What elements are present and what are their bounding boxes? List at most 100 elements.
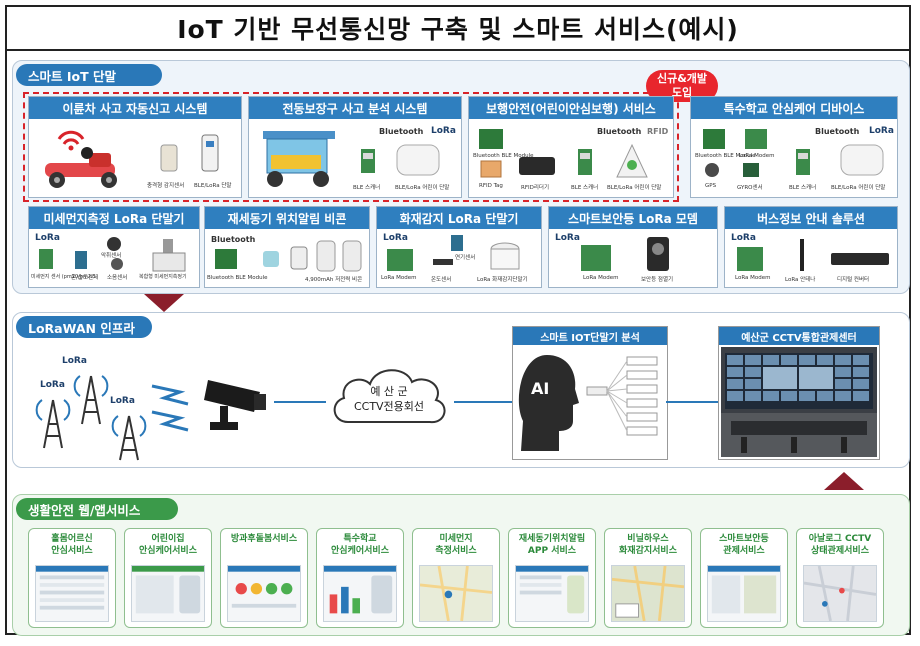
caption: LoRa Modem xyxy=(381,275,417,281)
cloud-label: 예 산 군 CCTV전용회선 xyxy=(353,385,425,413)
caption: GYRO센서 xyxy=(737,185,763,191)
network-line xyxy=(666,401,718,403)
caption: 4,900mAh 저전력 비콘 xyxy=(305,277,363,283)
service-card-after-school[interactable]: 방과후돌봄서비스 xyxy=(220,528,308,628)
caption: BLE 스캐너 xyxy=(789,185,817,191)
child-terminal-icon xyxy=(840,144,884,176)
beacon-device-icon xyxy=(316,240,336,272)
analysis-flow-chart xyxy=(586,356,658,436)
card-motorcycle: 이륜차 사고 자동신고 시스템 충격형 감지센서 BLE/LoRa 단말 xyxy=(28,96,242,198)
bluetooth-logo: Bluetooth xyxy=(379,127,424,136)
lora-logo: LoRa xyxy=(555,233,580,243)
service-screenshot xyxy=(131,565,205,622)
service-label: 아날로그 CCTV 상태관제서비스 xyxy=(808,534,872,556)
caption: 연기센서 xyxy=(455,255,476,261)
caption: LoRa Modem xyxy=(735,275,771,281)
caption: 디지털 컨버터 xyxy=(837,277,870,283)
caption: LoRa Modem xyxy=(739,153,775,159)
service-screenshot xyxy=(227,565,301,622)
service-screenshot xyxy=(35,565,109,622)
caption: 충격형 감지센서 xyxy=(147,183,185,189)
card-special-school: 특수학교 안심케어 디바이스 Bluetooth LoRa Bluetooth … xyxy=(690,96,898,198)
card-bus-info: 버스정보 안내 솔루션 LoRa LoRa Modem LoRa 안테나 디지털… xyxy=(724,206,898,288)
card-wheelchair: 전동보장구 사고 분석 시스템 Bluetooth LoRa BLE 스캐너 B… xyxy=(248,96,462,198)
service-card-analog-cctv[interactable]: 아날로그 CCTV 상태관제서비스 xyxy=(796,528,884,628)
card-title: 보행안전(어린이안심보행) 서비스 xyxy=(469,97,673,119)
ai-label: AI xyxy=(531,379,550,398)
odor-sensor-icon xyxy=(107,237,121,251)
service-label: 특수학교 안심케어서비스 xyxy=(331,534,389,556)
rfid-logo: RFID xyxy=(647,127,669,136)
web-section-label: 생활안전 웹/앱서비스 xyxy=(16,498,178,520)
card-fire-detection: 화재감지 LoRa 단말기 LoRa LoRa Modem 온도센서 연기센서 … xyxy=(376,206,542,288)
lora-tower-icon xyxy=(111,415,147,461)
control-center-panel: 예산군 CCTV통합관제센터 xyxy=(718,326,880,460)
cloud-icon xyxy=(333,369,446,424)
ble-module-icon xyxy=(703,129,725,149)
network-line xyxy=(274,401,326,403)
service-card-elderly[interactable]: 홀몸어르신 안심서비스 xyxy=(28,528,116,628)
service-label: 재세동기위치알림 APP 서비스 xyxy=(518,534,586,556)
service-card-fine-dust[interactable]: 미세먼지 측정서비스 xyxy=(412,528,500,628)
card-fine-dust: 미세먼지측정 LoRa 단말기 LoRa 미세먼지 센서 (pm10/pm2.5… xyxy=(28,206,200,288)
bluetooth-logo: Bluetooth xyxy=(815,127,860,136)
ai-panel-title: 스마트 IOT단말기 분석 xyxy=(513,327,667,345)
tuk-tuk-illustration xyxy=(263,131,335,187)
impact-sensor-icon xyxy=(160,144,178,172)
child-tag-icon xyxy=(616,143,648,178)
lora-logo: LoRa xyxy=(62,356,87,366)
lora-logo: LoRa xyxy=(383,233,408,243)
caption: LoRa Modem xyxy=(583,275,619,281)
caption: 소음센서 xyxy=(107,275,128,281)
ble-scanner-icon xyxy=(578,149,592,175)
cctv-camera-icon xyxy=(204,380,266,430)
lora-modem-icon xyxy=(745,129,767,149)
service-card-special-school[interactable]: 특수학교 안심케어서비스 xyxy=(316,528,404,628)
service-card-aed-app[interactable]: 재세동기위치알림 APP 서비스 xyxy=(508,528,596,628)
ble-scanner-icon xyxy=(361,149,375,173)
infra-section-label: LoRaWAN 인프라 xyxy=(16,316,152,338)
caption: 온/습도센서 xyxy=(71,275,99,281)
service-screenshot xyxy=(803,565,877,622)
lora-logo: LoRa xyxy=(110,396,135,406)
service-card-greenhouse[interactable]: 비닐하우스 화재감지서비스 xyxy=(604,528,692,628)
lora-logo: LoRa xyxy=(731,233,756,243)
caption: Bluetooth BLE Module xyxy=(695,153,756,159)
card-title: 재세동기 위치알림 비콘 xyxy=(205,207,369,229)
lora-tower-icon xyxy=(73,375,109,425)
caption: Bluetooth BLE Module xyxy=(473,153,534,159)
lora-logo: LoRa xyxy=(40,380,65,390)
card-title: 이륜차 사고 자동신고 시스템 xyxy=(29,97,241,119)
dust-sensor-icon xyxy=(39,249,53,269)
caption: BLE 스캐너 xyxy=(353,185,381,191)
bluetooth-logo: Bluetooth xyxy=(597,127,642,136)
card-walking-safety: 보행안전(어린이안심보행) 서비스 Bluetooth RFID Bluetoo… xyxy=(468,96,674,198)
service-screenshot xyxy=(611,565,685,622)
lightning-signal-icon xyxy=(151,384,189,432)
caption: BLE/LoRa 어린이 단말 xyxy=(395,185,450,191)
caption: BLE/LoRa 단말 xyxy=(194,183,232,189)
card-title: 특수학교 안심케어 디바이스 xyxy=(691,97,897,119)
temperature-sensor-icon xyxy=(433,259,453,265)
service-screenshot xyxy=(323,565,397,622)
caption: LoRa 화재감지단말기 xyxy=(477,277,528,283)
motorcycle-illustration xyxy=(45,130,117,188)
lora-logo: LoRa xyxy=(869,126,894,136)
light-controller-icon xyxy=(647,237,669,271)
service-label: 방과후돌봄서비스 xyxy=(230,534,298,544)
control-center-title: 예산군 CCTV통합관제센터 xyxy=(719,327,879,345)
service-screenshot xyxy=(515,565,589,622)
caption: 악취센서 xyxy=(101,253,122,259)
lora-modem-icon xyxy=(387,249,413,271)
beacon-icon xyxy=(263,251,279,267)
beacon-icon xyxy=(290,246,308,270)
lora-logo: LoRa xyxy=(431,126,456,136)
service-card-security-light[interactable]: 스마트보안등 관제서비스 xyxy=(700,528,788,628)
service-card-daycare[interactable]: 어린이집 안심케어서비스 xyxy=(124,528,212,628)
gyro-sensor-icon xyxy=(743,163,759,177)
caption: BLE/LoRa 어린이 단말 xyxy=(831,185,886,191)
control-room-photo xyxy=(721,347,877,457)
ai-head-icon xyxy=(518,355,579,451)
service-label: 홀몸어르신 안심서비스 xyxy=(51,534,93,556)
ble-module-icon xyxy=(479,129,503,149)
